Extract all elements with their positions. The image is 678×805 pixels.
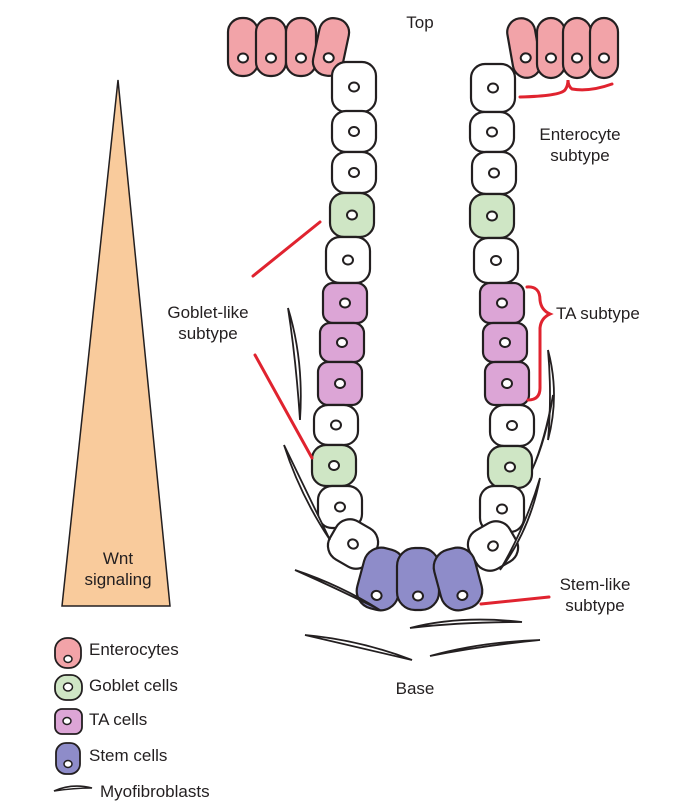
- plain-cell: [332, 62, 376, 112]
- label-ta-subtype: TA subtype: [556, 303, 640, 324]
- ta-cell: [483, 323, 527, 362]
- stem-cell-legend-icon: [52, 742, 86, 776]
- goblet-cell: [330, 193, 374, 237]
- enterocyte-cell: [286, 18, 316, 76]
- label-stem-like-subtype: Stem-like subtype: [540, 574, 650, 616]
- goblet-pointer-lower: [255, 355, 312, 458]
- ta-cell: [318, 362, 362, 405]
- ta-cell-legend-icon: [52, 706, 86, 740]
- legend-ta-cells: TA cells: [52, 706, 252, 734]
- myofibroblast: [305, 635, 412, 660]
- enterocyte-cell: [590, 18, 618, 78]
- plain-cell: [490, 405, 534, 446]
- myofibroblast: [430, 640, 540, 656]
- stem-cell: [397, 548, 439, 610]
- goblet-pointer-upper: [253, 222, 320, 276]
- ta-cell: [320, 323, 364, 362]
- legend-label: TA cells: [89, 709, 147, 730]
- plain-cell: [332, 152, 376, 193]
- myofibroblast: [548, 350, 554, 440]
- enterocyte-cell: [256, 18, 286, 76]
- legend-label: Myofibroblasts: [100, 781, 210, 802]
- goblet-cell: [470, 194, 514, 238]
- enterocyte-cell: [228, 18, 258, 76]
- legend-label: Stem cells: [89, 745, 167, 766]
- legend-label: Goblet cells: [89, 675, 178, 696]
- goblet-cell: [488, 446, 532, 488]
- ta-cell: [323, 283, 367, 323]
- plain-cell: [332, 111, 376, 152]
- enterocyte-bracket: [520, 80, 612, 97]
- myofibroblast-legend-icon: [52, 777, 96, 805]
- enterocyte-legend-icon: [52, 636, 86, 670]
- label-goblet-like-subtype: Goblet-like subtype: [148, 302, 268, 344]
- plain-cell: [326, 237, 370, 283]
- legend-myofibroblasts: Myofibroblasts: [52, 777, 252, 805]
- plain-cell: [472, 152, 516, 194]
- ta-bracket: [527, 287, 550, 400]
- plain-cell: [314, 405, 358, 445]
- goblet-cell: [312, 445, 356, 486]
- plain-cell: [471, 64, 515, 112]
- ta-cell: [480, 283, 524, 323]
- enterocyte-cell: [537, 18, 565, 78]
- myofibroblast: [410, 620, 522, 628]
- legend-goblet-cells: Goblet cells: [52, 672, 252, 700]
- ta-cell: [485, 362, 529, 405]
- legend-stem-cells: Stem cells: [52, 742, 252, 770]
- label-enterocyte-subtype: Enterocyte subtype: [520, 124, 640, 166]
- legend-label: Enterocytes: [89, 639, 179, 660]
- myofibroblast: [288, 308, 301, 420]
- enterocyte-cell: [563, 18, 591, 78]
- label-wnt-signaling: Wnt signaling: [68, 548, 168, 590]
- goblet-cell-legend-icon: [52, 672, 86, 706]
- plain-cell: [470, 112, 514, 152]
- plain-cell: [474, 238, 518, 283]
- label-top: Top: [380, 12, 460, 33]
- label-base: Base: [375, 678, 455, 699]
- legend-enterocytes: Enterocytes: [52, 636, 252, 664]
- stem-pointer: [481, 597, 549, 604]
